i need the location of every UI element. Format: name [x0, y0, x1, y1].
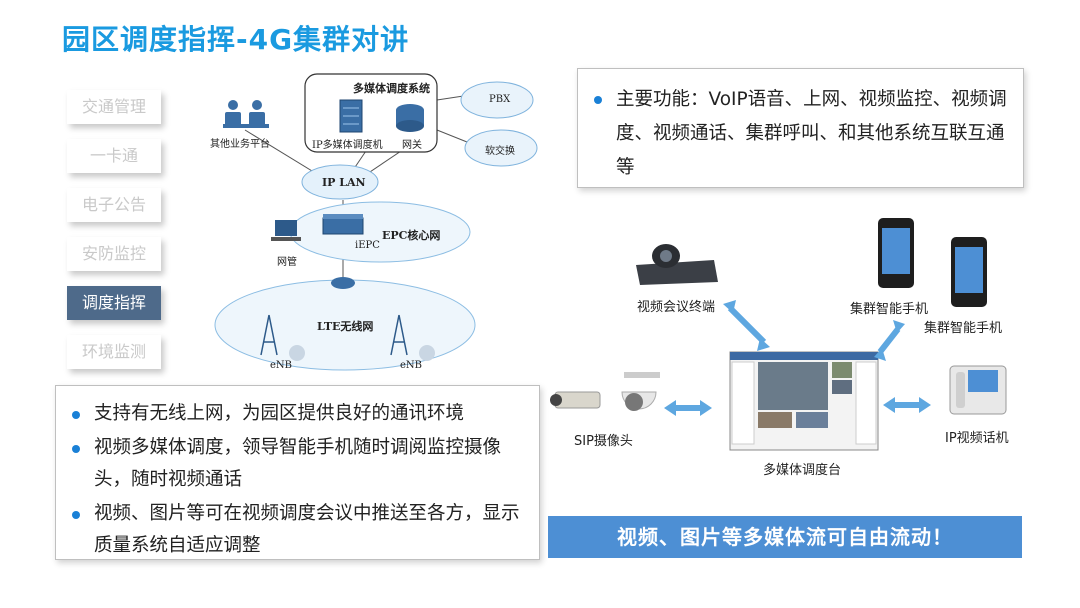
softswitch-label: 软交换: [485, 146, 515, 157]
side-nav: 交通管理 一卡通 电子公告 安防监控 调度指挥 环境监测: [67, 90, 161, 384]
enb-label-2: eNB: [400, 360, 423, 371]
ip-dispatcher-label: IP多媒体调度机: [312, 140, 383, 151]
smartphone-icon-2: [951, 237, 987, 307]
point-text-2: 视频多媒体调度，领导智能手机随时调阅监控摄像头，随时视频通话: [94, 437, 502, 490]
nav-item-dispatch[interactable]: 调度指挥: [67, 286, 161, 320]
point-item: 支持有无线上网，为园区提供良好的通讯环境: [68, 398, 525, 430]
double-arrows: [664, 300, 931, 416]
network-diagram-graphic: [214, 73, 538, 371]
iepc-label: iEPC: [355, 240, 380, 251]
netmgr-label: 网管: [277, 257, 297, 268]
pbx-label: PBX: [489, 94, 511, 105]
features-box: 主要功能：VoIP语音、上网、视频监控、视频调度、视频通话、集群呼叫、和其他系统…: [577, 68, 1024, 188]
other-platform-label: 其他业务平台: [210, 139, 270, 150]
points-box: 支持有无线上网，为园区提供良好的通讯环境 视频多媒体调度，领导智能手机随时调阅监…: [55, 385, 540, 560]
nav-item-environment[interactable]: 环境监测: [67, 335, 161, 369]
smartphone-label-1: 集群智能手机: [850, 302, 929, 317]
sip-camera-label: SIP摄像头: [574, 434, 633, 449]
lte-label: LTE无线网: [317, 320, 374, 333]
ip-phone-label: IP视频话机: [945, 431, 1009, 446]
enb-label-1: eNB: [270, 360, 293, 371]
ip-lan-label: IP LAN: [322, 176, 366, 189]
point-text-3: 视频、图片等可在视频调度会议中推送至各方，显示质量系统自适应调整: [94, 503, 520, 556]
multimedia-system-label: 多媒体调度系统: [353, 82, 430, 95]
nav-item-card[interactable]: 一卡通: [67, 139, 161, 173]
gateway-label: 网关: [402, 140, 422, 151]
nav-item-traffic[interactable]: 交通管理: [67, 90, 161, 124]
ip-phone-icon: [949, 365, 1007, 415]
bullet-dot: [594, 96, 602, 104]
smartphone-icon-1: [878, 218, 914, 288]
bullet-dot: [72, 511, 80, 519]
network-diagram: 多媒体调度系统 其他业务平台 IP多媒体调度机 网关 PBX 软交换 IP LA…: [205, 70, 545, 385]
summary-banner: 视频、图片等多媒体流可自由流动！: [548, 516, 1022, 558]
point-text-1: 支持有无线上网，为园区提供良好的通讯环境: [94, 403, 465, 424]
conference-terminal-label: 视频会议终端: [637, 300, 716, 315]
point-item: 视频多媒体调度，领导智能手机随时调阅监控摄像头，随时视频通话: [68, 432, 525, 496]
page-title: 园区调度指挥-4G集群对讲: [62, 23, 410, 56]
camera-icon: [550, 372, 660, 411]
conference-terminal-icon: [636, 244, 718, 285]
console-screen-icon: [729, 351, 879, 451]
nav-item-security[interactable]: 安防监控: [67, 237, 161, 271]
bullet-dot: [72, 411, 80, 419]
nav-item-notice[interactable]: 电子公告: [67, 188, 161, 222]
bullet-dot: [72, 445, 80, 453]
point-item: 视频、图片等可在视频调度会议中推送至各方，显示质量系统自适应调整: [68, 498, 525, 562]
console-label: 多媒体调度台: [763, 463, 842, 478]
smartphone-label-2: 集群智能手机: [924, 321, 1003, 336]
epc-core-label: EPC核心网: [382, 229, 441, 242]
features-text: 主要功能：VoIP语音、上网、视频监控、视频调度、视频通话、集群呼叫、和其他系统…: [616, 89, 1007, 178]
